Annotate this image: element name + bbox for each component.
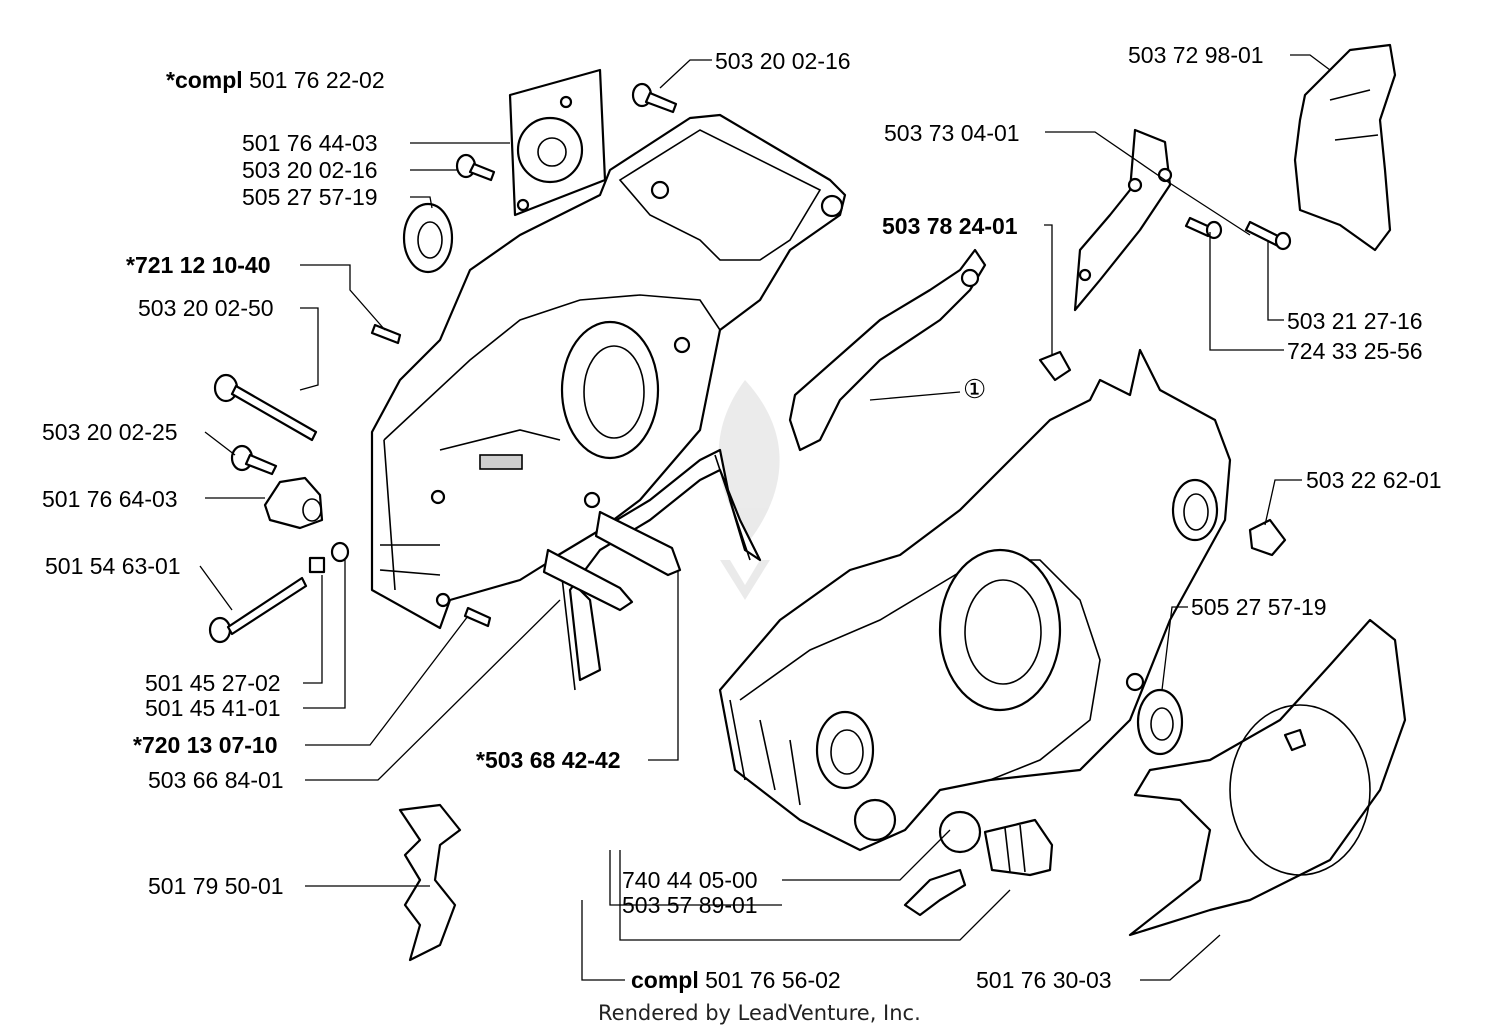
label-503-20-02-16-left: 503 20 02-16 (242, 157, 378, 183)
clutch-cover-501-76-30-03 (1128, 618, 1407, 937)
rubber-503-78-24-01 (1038, 350, 1072, 382)
label-503-20-02-50: 503 20 02-50 (138, 295, 274, 321)
screw-724 (1184, 216, 1223, 240)
label-501-45-27-02: 501 45 27-02 (145, 670, 281, 696)
leader-lines (199, 54, 1331, 981)
oil-pump-501-76-64-03 (263, 476, 324, 530)
label-721-text: *721 12 10-40 (126, 252, 271, 278)
label-503-68-text: *503 68 42-42 (476, 747, 621, 773)
seal-left (402, 202, 454, 274)
long-bolt-503-20-02-50 (213, 373, 318, 442)
label-503-57-89-01: 503 57 89-01 (622, 892, 758, 918)
gasket-left (548, 448, 762, 691)
label-503-68-42-42: *503 68 42-42 (476, 747, 621, 773)
washer-small (308, 541, 350, 574)
label-501-76-44-03: 501 76 44-03 (242, 130, 378, 156)
gasket-right (788, 248, 987, 452)
watermark-logo (718, 380, 780, 600)
label-501-54-63-01: 501 54 63-01 (45, 553, 181, 579)
footer-rendered-by: Rendered by LeadVenture, Inc. (598, 1001, 921, 1025)
guard-503-73-04-01 (1073, 128, 1173, 312)
pin-721 (370, 323, 402, 345)
compl-bottom-number: 501 76 56-02 (705, 967, 841, 993)
label-503-72-98-01: 503 72 98-01 (1128, 42, 1264, 68)
label-503-20-02-25: 503 20 02-25 (42, 419, 178, 445)
label-501-76-30-03: 501 76 30-03 (976, 967, 1112, 993)
oil-cap (903, 810, 1054, 917)
label-503-20-02-16-top: 503 20 02-16 (715, 48, 851, 74)
compl-prefix: *compl (166, 67, 243, 93)
label-503-73-04-01: 503 73 04-01 (884, 120, 1020, 146)
seal-right (1136, 688, 1184, 756)
crankcase-half-right (718, 348, 1232, 852)
screw-top (631, 82, 678, 114)
screw-503-21-27-16 (1244, 220, 1292, 251)
chain-catcher (1248, 518, 1287, 557)
label-740-44-05-00: 740 44 05-00 (622, 867, 758, 893)
label-503-21-27-16: 503 21 27-16 (1287, 308, 1423, 334)
pin-720 (463, 606, 492, 628)
label-503-78-24-01: 503 78 24-01 (882, 213, 1018, 239)
air-filter-plate (508, 68, 607, 217)
bumper-spike-501-79-50-01 (398, 803, 462, 962)
label-503-22-62-01: 503 22 62-01 (1306, 467, 1442, 493)
crankcase-half-left (370, 113, 847, 630)
label-501-76-64-03: 501 76 64-03 (42, 486, 178, 512)
compl-bottom-prefix: compl (631, 967, 699, 993)
bar-bolts (542, 510, 682, 612)
label-compl-top: *compl 501 76 22-02 (166, 67, 385, 93)
label-compl-bottom: compl 501 76 56-02 (631, 967, 841, 993)
screw-plate (455, 153, 496, 182)
cover-503-72-98-01 (1293, 43, 1397, 252)
label-503-78-text: 503 78 24-01 (882, 213, 1018, 239)
label-505-27-57-19-left: 505 27 57-19 (242, 184, 378, 210)
label-503-66-84-01: 503 66 84-01 (148, 767, 284, 793)
label-720-13-07-10: *720 13 07-10 (133, 732, 278, 758)
label-501-45-41-01: 501 45 41-01 (145, 695, 281, 721)
label-720-text: *720 13 07-10 (133, 732, 278, 758)
compl-number: 501 76 22-02 (249, 67, 385, 93)
label-724-33-25-56: 724 33 25-56 (1287, 338, 1423, 364)
bolt-503-20-02-25 (230, 444, 278, 476)
label-501-79-50-01: 501 79 50-01 (148, 873, 284, 899)
callout-1: ① (963, 374, 987, 404)
label-505-27-57-19-right: 505 27 57-19 (1191, 594, 1327, 620)
label-721-12-10-40: *721 12 10-40 (126, 252, 271, 278)
screw-501-54-63-01 (208, 576, 308, 644)
